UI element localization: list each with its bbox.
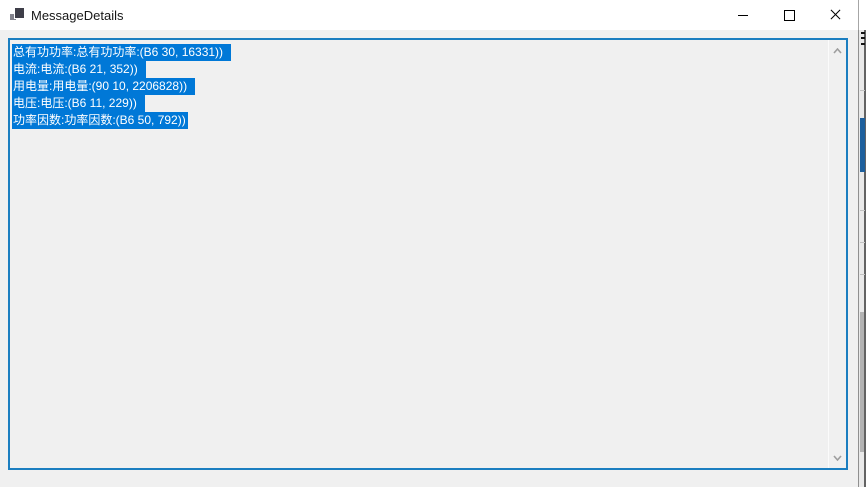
- background-scrollbar-marker: [860, 118, 865, 172]
- minimize-icon: [738, 14, 748, 16]
- message-details-textbox[interactable]: 总有功功率:总有功功率:(B6 30, 16331))电流:电流:(B6 21,…: [8, 38, 848, 470]
- background-window-sliver: [858, 0, 866, 487]
- window-controls: [720, 0, 858, 30]
- title-bar[interactable]: MessageDetails: [0, 0, 858, 30]
- chevron-down-icon: [833, 454, 842, 461]
- textbox-scrollbar[interactable]: [828, 40, 846, 468]
- message-line: 电流:电流:(B6 21, 352)): [12, 61, 829, 78]
- message-line: 电压:电压:(B6 11, 229)): [12, 95, 829, 112]
- message-list: 总有功功率:总有功功率:(B6 30, 16331))电流:电流:(B6 21,…: [10, 40, 829, 468]
- close-button[interactable]: [812, 0, 858, 30]
- window-title: MessageDetails: [31, 7, 124, 23]
- chevron-up-icon: [833, 47, 842, 54]
- client-area: 总有功功率:总有功功率:(B6 30, 16331))电流:电流:(B6 21,…: [0, 30, 858, 487]
- scroll-up-button[interactable]: [829, 42, 846, 59]
- maximize-button[interactable]: [766, 0, 812, 30]
- background-scrollbar: [858, 30, 866, 487]
- app-window-icon: [10, 8, 24, 22]
- minimize-button[interactable]: [720, 0, 766, 30]
- background-scrollbar-thumb: [860, 312, 864, 452]
- scroll-down-button[interactable]: [829, 449, 846, 466]
- message-line: 总有功功率:总有功功率:(B6 30, 16331)): [12, 44, 829, 61]
- message-line: 功率因数:功率因数:(B6 50, 792)): [12, 112, 188, 129]
- maximize-icon: [783, 9, 795, 21]
- close-icon: [830, 10, 840, 20]
- message-line: 用电量:用电量:(90 10, 2206828)): [12, 78, 829, 95]
